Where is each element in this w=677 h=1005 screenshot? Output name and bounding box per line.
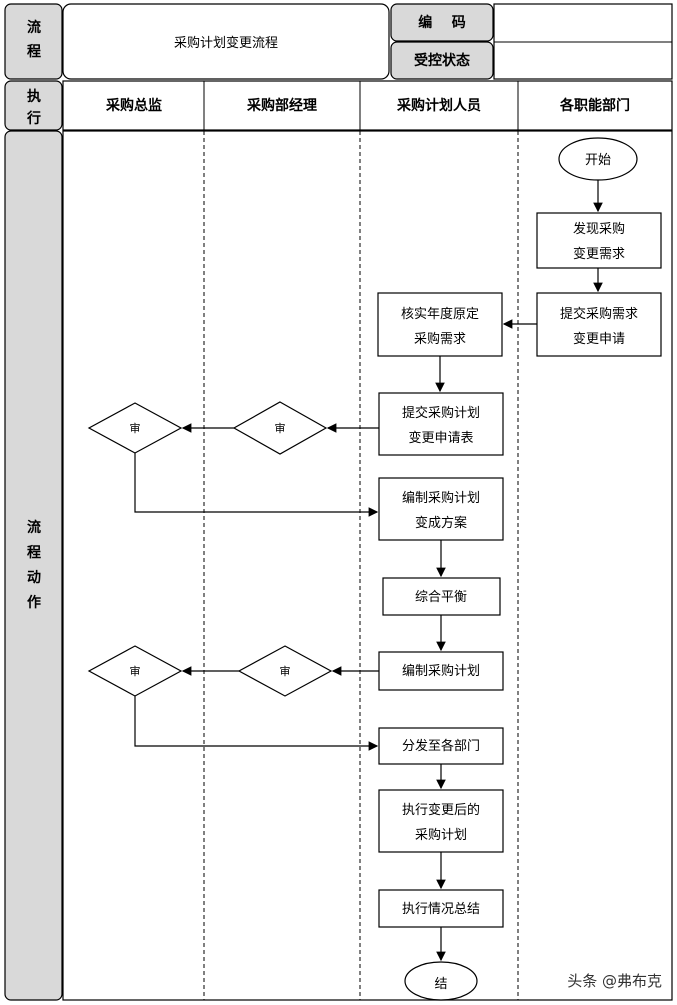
lane-header-departments: 各职能部门 xyxy=(559,97,630,114)
manager-review-diamond-2 xyxy=(237,645,333,697)
verify-annual-line1: 核实年度原定 xyxy=(401,306,479,322)
discover-need-line2: 变更需求 xyxy=(573,246,625,262)
start-label: 开始 xyxy=(585,153,611,168)
side-label-char1: 流 xyxy=(27,519,41,536)
verify-annual-line2: 采购需求 xyxy=(414,331,466,347)
submit-request-box xyxy=(536,292,662,357)
swimlane-body xyxy=(62,130,673,1001)
side-label-char3: 动 xyxy=(27,569,41,586)
title-cell xyxy=(62,3,390,80)
flow-label-char1: 流 xyxy=(27,19,41,36)
director-review-label-1: 审 xyxy=(130,421,141,435)
code-label-cell xyxy=(390,3,494,42)
compile-purchase-plan-box xyxy=(378,651,504,691)
discover-need-line1: 发现采购 xyxy=(573,221,625,237)
compile-plan-box xyxy=(378,477,504,541)
submit-change-form-line1: 提交采购计划 xyxy=(402,405,480,421)
submit-request-line1: 提交采购需求 xyxy=(560,306,638,322)
lane-header-planner: 采购计划人员 xyxy=(396,97,481,114)
balance-label: 综合平衡 xyxy=(415,590,467,605)
exec-label-char2: 行 xyxy=(26,110,41,127)
compile-plan-line1: 编制采购计划 xyxy=(402,490,480,506)
connectors xyxy=(134,180,603,962)
manager-review-diamond-1 xyxy=(232,401,328,455)
discover-need-box xyxy=(536,212,662,269)
balance-box xyxy=(382,577,501,616)
exec-label-cell xyxy=(4,80,63,131)
compile-purchase-plan-label: 编制采购计划 xyxy=(402,663,480,679)
status-label-cell xyxy=(390,41,494,80)
side-label-char2: 程 xyxy=(27,545,41,561)
submit-change-form-line2: 变更申请表 xyxy=(408,430,473,446)
lane-header-row xyxy=(62,80,673,131)
status-label: 受控状态 xyxy=(414,52,470,69)
distribute-label: 分发至各部门 xyxy=(402,738,480,754)
director-review-label-2: 审 xyxy=(130,664,141,678)
compile-plan-line2: 变成方案 xyxy=(415,515,467,531)
side-label-cell xyxy=(4,130,63,1001)
manager-review-label-1: 审 xyxy=(275,421,286,435)
manager-review-label-2: 审 xyxy=(280,664,291,678)
watermark: 头条 @弗布克 xyxy=(567,972,662,990)
execute-plan-line2: 采购计划 xyxy=(415,827,467,843)
end-label: 结 xyxy=(434,977,447,992)
side-label-char4: 作 xyxy=(27,594,41,611)
execute-plan-line1: 执行变更后的 xyxy=(402,802,480,818)
lane-header-director: 采购总监 xyxy=(105,97,162,114)
flow-label-cell xyxy=(4,3,63,80)
summary-label: 执行情况总结 xyxy=(402,902,480,917)
submit-change-form-box xyxy=(378,392,504,456)
code-label: 编 码 xyxy=(418,14,466,31)
summary-box xyxy=(378,889,504,928)
lane-header-manager: 采购部经理 xyxy=(246,97,317,114)
end-node xyxy=(404,961,478,1001)
exec-label-char1: 执 xyxy=(27,88,41,105)
flow-label-char2: 程 xyxy=(27,44,41,60)
page-title: 采购计划变更流程 xyxy=(174,35,278,51)
submit-request-line2: 变更申请 xyxy=(573,331,625,347)
distribute-box xyxy=(378,727,504,765)
